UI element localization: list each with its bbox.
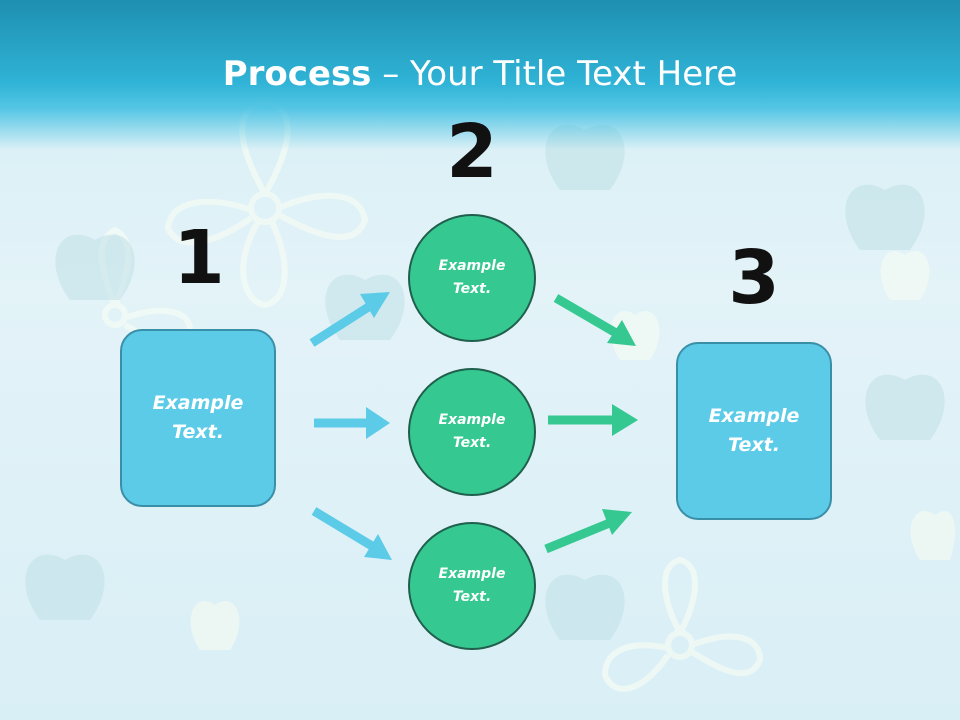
title-rest: – Your Title Text Here bbox=[371, 54, 738, 94]
step-number-2: 2 bbox=[446, 109, 498, 195]
step-number-1: 1 bbox=[173, 215, 225, 301]
title-bar bbox=[0, 0, 960, 150]
step-1-box: Example Text. bbox=[120, 329, 276, 507]
arrow-1-to-bottom bbox=[311, 507, 392, 560]
arrow-top-to-3 bbox=[553, 294, 636, 346]
page-title: Process – Your Title Text Here bbox=[0, 50, 960, 98]
arrow-middle-to-3 bbox=[548, 404, 638, 436]
step-3-box: Example Text. bbox=[676, 342, 832, 520]
step-number-3: 3 bbox=[728, 235, 780, 321]
arrow-1-to-middle bbox=[314, 407, 390, 439]
arrow-bottom-to-3 bbox=[544, 509, 632, 554]
step-2-circle-top: Example Text. bbox=[408, 214, 536, 342]
step-2-circle-bottom: Example Text. bbox=[408, 522, 536, 650]
step-2-circle-middle: Example Text. bbox=[408, 368, 536, 496]
arrow-1-to-top bbox=[309, 292, 390, 347]
title-bold: Process bbox=[222, 54, 372, 94]
